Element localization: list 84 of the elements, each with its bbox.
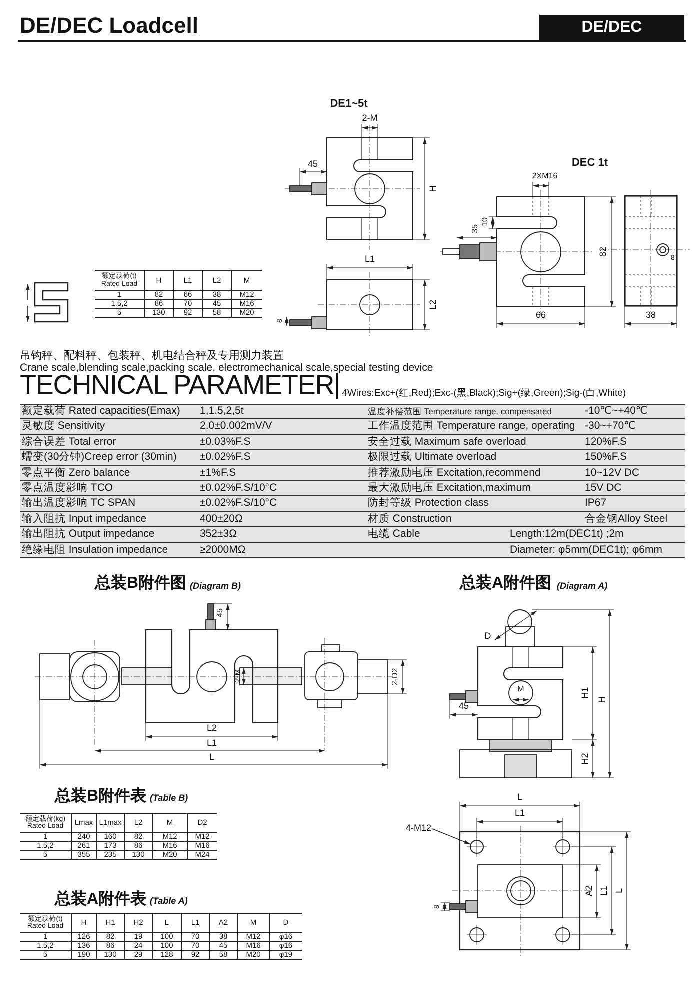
- parameter-text: 绝缘电阻 Insulation impedance: [22, 544, 168, 556]
- dimension-label: M: [518, 686, 524, 694]
- parameter-text: Length:12m(DEC1t) ;2m: [510, 529, 624, 541]
- section-subheading: (Diagram A): [557, 582, 608, 592]
- view-title: DEC 1t: [572, 156, 608, 170]
- parameter-text: 灵敏度 Sensitivity: [22, 422, 106, 434]
- parameter-text: ±0.03%F.S: [200, 437, 251, 449]
- section-subheading: (Table A): [150, 897, 188, 907]
- dimension-label: L1: [207, 739, 217, 749]
- parameter-text: 安全过载 Maximum safe overload: [368, 437, 526, 449]
- dimension-label: L2: [207, 724, 217, 734]
- parameter-text: -30~+70℃: [585, 422, 636, 434]
- dimension-label: 45: [459, 702, 469, 712]
- dimension-label: 45: [216, 608, 226, 618]
- dimension-label: L: [210, 753, 214, 763]
- dimension-label: L1: [365, 255, 375, 265]
- dimension-label: L: [615, 888, 625, 894]
- parameter-text: 额定载荷 Rated capacities(Emax): [22, 406, 180, 418]
- parameter-text: 温度补偿范围 Temperature range, compensated: [368, 407, 552, 417]
- wiring-note: 4Wires:Exc+(红,Red);Exc-(黑,Black);Sig+(绿,Green);Sig-(白,White): [342, 388, 626, 400]
- section-subheading: (Table B): [150, 794, 188, 804]
- dimension-label: L1: [515, 809, 525, 819]
- section-subheading: (Diagram B): [190, 582, 242, 592]
- dimension-label: 38: [646, 311, 656, 321]
- parameter-text: 蠕变(30分钟)Creep error (30min): [22, 452, 177, 464]
- callout-label: 4-M12: [406, 824, 432, 834]
- parameter-text: 综合误差 Total error: [22, 437, 116, 449]
- parameter-text: -10℃~+40℃: [585, 406, 648, 418]
- application-text: 吊钩秤、配料秤、包装秤、机电结合秤及专用测力装置: [20, 350, 284, 362]
- dimension-label: 35: [472, 224, 480, 234]
- dimension-label: 2XM16: [532, 172, 558, 182]
- parameter-text: 极限过载 Ultimate overload: [368, 452, 497, 464]
- dimension-label: 45: [308, 160, 318, 170]
- parameter-text: 352±3Ω: [200, 529, 237, 541]
- parameter-text: 合金钢Alloy Steel: [585, 514, 668, 526]
- section-heading: 总装B附件表: [55, 788, 147, 806]
- parameter-text: 15V DC: [585, 483, 622, 495]
- parameter-text: 工作温度范围 Temperature range, operating: [368, 422, 576, 434]
- parameter-text: ±0.02%F.S: [200, 452, 251, 464]
- parameter-text: 材质 Construction: [368, 514, 452, 526]
- parameter-text: 最大激励电压 Excitation,maximum: [368, 483, 531, 495]
- parameter-text: ±0.02%F.S/10°C: [200, 498, 278, 510]
- dimension-label: L1: [600, 886, 610, 896]
- parameter-text: 输出阻抗 Output impedance: [22, 529, 155, 541]
- dimension-label: H1: [581, 687, 591, 699]
- dimension-label: 2-M: [362, 114, 378, 124]
- section-heading: 总装B附件图: [95, 575, 187, 593]
- dimension-label: H: [598, 696, 608, 704]
- parameter-text: IP67: [585, 498, 607, 510]
- parameter-text: ±1%F.S: [200, 468, 236, 480]
- view-title: DE1~5t: [330, 98, 368, 110]
- parameter-text: 电缆 Cable: [368, 529, 420, 541]
- parameter-text: ≥2000MΩ: [200, 544, 246, 556]
- parameter-text: 400±20Ω: [200, 514, 243, 526]
- model-badge: DE/DEC: [540, 15, 684, 41]
- parameter-text: 防封等级 Protection class: [368, 498, 490, 510]
- parameter-text: 10~12V DC: [585, 468, 640, 480]
- dimension-label: D: [484, 632, 492, 642]
- parameter-text: 输出温度影响 TC SPAN: [22, 498, 136, 510]
- parameter-text: 2.0±0.002mV/V: [200, 422, 272, 434]
- bolt-hole: [470, 840, 484, 854]
- parameter-text: 零点温度影响 TCO: [22, 483, 114, 495]
- application-text: Crane scale,blending scale,packing scale, electromechanical scale,special testing device: [20, 363, 434, 375]
- parameter-text: 120%F.S: [585, 437, 628, 449]
- dimension-label: 2-D2: [392, 668, 400, 686]
- dimension-label: H2: [581, 753, 591, 765]
- dimension-label: L2: [429, 300, 439, 310]
- dimension-label: 66: [536, 311, 546, 321]
- dimension-label: A2: [585, 886, 595, 896]
- parameter-text: 1,1.5,2,5t: [200, 406, 244, 418]
- dimension-label: H: [429, 186, 439, 192]
- parameter-text: 零点平衡 Zero balance: [22, 468, 130, 480]
- parameter-text: ±0.02%F.S/10°C: [200, 483, 278, 495]
- parameter-text: Diameter: φ5mm(DEC1t); φ6mm: [510, 544, 662, 556]
- dimension-label: 82: [599, 247, 609, 257]
- dimension-label: 10: [482, 218, 490, 226]
- section-heading: 总装A附件图: [460, 575, 552, 593]
- parameter-text: 输入阻抗 Input impedance: [22, 514, 147, 526]
- parameter-text: 推荐激励电压 Excitation,recommend: [368, 468, 541, 480]
- page-title: DE/DEC Loadcell: [20, 14, 198, 38]
- leader-line: [432, 828, 471, 845]
- section-heading: 总装A附件表: [55, 891, 147, 909]
- dimension-label: L: [518, 793, 522, 803]
- parameter-text: 150%F.S: [585, 452, 628, 464]
